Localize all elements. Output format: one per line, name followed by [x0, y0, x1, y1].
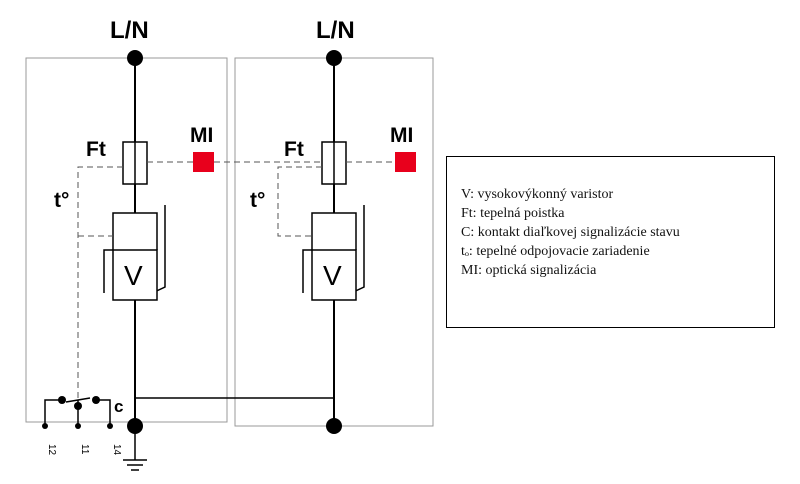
- module-left-outline: [25, 57, 228, 423]
- remote-contact: [42, 396, 113, 429]
- terminal-14-label: 14: [111, 444, 122, 456]
- mi-label-right: MI: [390, 124, 413, 147]
- ln-label-left: L/N: [110, 17, 149, 44]
- ft-label-left: Ft: [86, 138, 106, 161]
- legend-item-varistor: V: vysokovýkonný varistor: [461, 187, 614, 202]
- left-module: L/N Ft MI V t°: [54, 17, 214, 426]
- legend-item-fuse: Ft: tepelná poistka: [461, 206, 565, 221]
- v-label-right: V: [323, 260, 342, 291]
- terminal-11-label: 11: [79, 444, 90, 455]
- mi-indicator-right: [395, 152, 416, 172]
- varistor-lead-left: [103, 249, 113, 293]
- disconnector-left: [112, 212, 158, 250]
- thermal-link-right: [277, 166, 322, 237]
- varistor-lead-right: [302, 249, 312, 293]
- t-label-right: t°: [250, 189, 265, 212]
- right-module: L/N Ft MI V t°: [250, 17, 416, 426]
- contact-label: c: [114, 397, 123, 416]
- disconnector-right: [311, 212, 357, 250]
- legend-item-indicator: MI: optická signalizácia: [461, 263, 597, 278]
- terminal-12-label: 12: [46, 444, 57, 456]
- mi-label-left: MI: [190, 124, 213, 147]
- ground-icon: [123, 426, 147, 471]
- v-label-left: V: [124, 260, 143, 291]
- legend-item-thermal: tₒ: tepelné odpojovacie zariadenie: [461, 244, 650, 259]
- varistor-right: [311, 249, 357, 301]
- t-label-left: t°: [54, 189, 69, 212]
- ln-label-right: L/N: [316, 17, 355, 44]
- mi-indicator-left: [193, 152, 214, 172]
- thermal-link-left: [77, 166, 123, 400]
- varistor-left: [112, 249, 158, 301]
- legend-item-contact: C: kontakt diaľkovej signalizácie stavu: [461, 225, 680, 240]
- legend-box: V: vysokovýkonný varistor Ft: tepelná po…: [446, 156, 775, 328]
- terminal-bottom-right: [326, 418, 342, 434]
- ft-label-right: Ft: [284, 138, 304, 161]
